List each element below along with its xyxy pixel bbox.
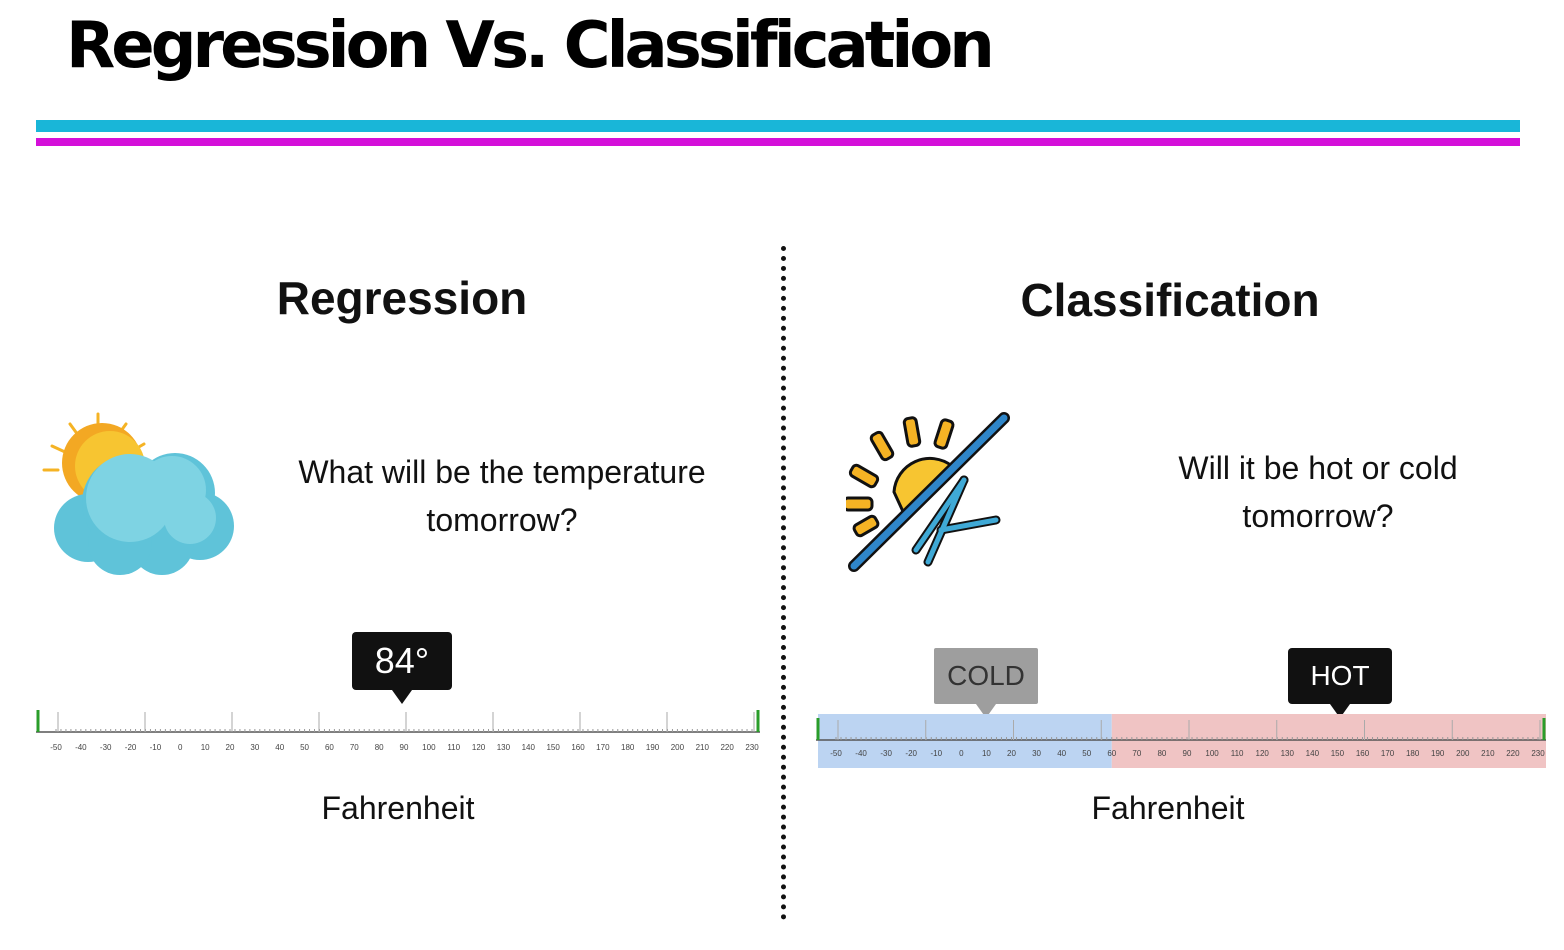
regression-value-label: 84° bbox=[374, 640, 430, 681]
title-underline-magenta bbox=[36, 138, 1520, 146]
scale-tick-label: 140 bbox=[1306, 749, 1320, 758]
classification-heading: Classification bbox=[1020, 274, 1320, 326]
scale-tick-label: -40 bbox=[75, 743, 87, 752]
scale-tick-label: 210 bbox=[1481, 749, 1495, 758]
page-title: Regression Vs. Classification bbox=[66, 9, 995, 83]
scale-tick-label: 10 bbox=[982, 749, 991, 758]
regression-heading: Regression bbox=[276, 272, 528, 324]
callout-pointer bbox=[392, 690, 412, 704]
scale-tick-label: 130 bbox=[1281, 749, 1295, 758]
scale-tick-label: -30 bbox=[100, 743, 112, 752]
scale-tick-label: -10 bbox=[150, 743, 162, 752]
scale-tick-label: 30 bbox=[1032, 749, 1041, 758]
regression-question-line2: tomorrow? bbox=[426, 502, 578, 538]
scale-tick-label: 170 bbox=[1381, 749, 1395, 758]
regression-value-callout: 84° bbox=[352, 632, 452, 704]
scale-tick-label: 130 bbox=[497, 743, 511, 752]
scale-tick-label: 140 bbox=[522, 743, 536, 752]
scale-tick-label: 60 bbox=[1107, 749, 1116, 758]
scale-tick-label: 50 bbox=[300, 743, 309, 752]
hot-band bbox=[1111, 714, 1546, 768]
scale-tick-label: 200 bbox=[1456, 749, 1470, 758]
scale-tick-label: 50 bbox=[1082, 749, 1091, 758]
scale-tick-label: -50 bbox=[50, 743, 62, 752]
cold-callout: COLD bbox=[934, 648, 1038, 718]
cold-band bbox=[818, 714, 1112, 768]
scale-tick-label: 200 bbox=[671, 743, 685, 752]
scale-tick-label: -30 bbox=[880, 749, 892, 758]
scale-tick-label: 0 bbox=[178, 743, 183, 752]
scale-tick-label: 190 bbox=[646, 743, 660, 752]
classification-temperature-scale: -50 -40 -30 -20 -10 0 10 20 30 40 50 60 70 80 90 100 110… bbox=[816, 714, 1546, 768]
scale-tick-label: -50 bbox=[830, 749, 842, 758]
classification-question-line1: Will it be hot or cold bbox=[1178, 450, 1458, 486]
scale-tick-label: 40 bbox=[1057, 749, 1066, 758]
classification-axis-label: Fahrenheit bbox=[1091, 790, 1245, 826]
scale-tick-label: 220 bbox=[1506, 749, 1520, 758]
scale-tick-label: 150 bbox=[546, 743, 560, 752]
scale-tick-label: 40 bbox=[275, 743, 284, 752]
scale-tick-label: -40 bbox=[855, 749, 867, 758]
scale-tick-label: 100 bbox=[1205, 749, 1219, 758]
classification-question-line2: tomorrow? bbox=[1242, 498, 1394, 534]
regression-temperature-scale: -50 -40 -30 -20 -10 0 10 20 30 40 50 60 70 80 90 100 110… bbox=[36, 710, 760, 752]
scale-tick-label: 110 bbox=[447, 743, 460, 752]
scale-tick-label: 160 bbox=[571, 743, 585, 752]
scale-tick-label: 90 bbox=[1183, 749, 1192, 758]
scale-tick-label: 110 bbox=[1231, 749, 1244, 758]
hot-callout: HOT bbox=[1288, 648, 1392, 718]
regression-question-line1: What will be the temperature bbox=[298, 454, 706, 490]
scale-tick-label: 150 bbox=[1331, 749, 1345, 758]
scale-tick-label: -10 bbox=[931, 749, 943, 758]
title-underline-cyan bbox=[36, 120, 1520, 132]
scale-tick-label: 210 bbox=[696, 743, 710, 752]
scale-tick-label: -20 bbox=[905, 749, 917, 758]
sun-cloud-icon bbox=[42, 412, 234, 575]
scale-tick-label: 180 bbox=[621, 743, 635, 752]
scale-tick-label: 100 bbox=[422, 743, 436, 752]
scale-tick-label: 30 bbox=[250, 743, 259, 752]
scale-tick-label: 230 bbox=[745, 743, 759, 752]
scale-tick-label: 80 bbox=[375, 743, 384, 752]
classification-question: Will it be hot or cold tomorrow? bbox=[1118, 444, 1518, 540]
scale-tick-label: 190 bbox=[1431, 749, 1445, 758]
scale-tick-label: 120 bbox=[1256, 749, 1270, 758]
scale-tick-label: 70 bbox=[350, 743, 359, 752]
scale-tick-label: 120 bbox=[472, 743, 486, 752]
scale-tick-label: 20 bbox=[1007, 749, 1016, 758]
scale-tick-label: 180 bbox=[1406, 749, 1420, 758]
scale-tick-label: 70 bbox=[1132, 749, 1141, 758]
scale-tick-label: 90 bbox=[400, 743, 409, 752]
scale-tick-label: 160 bbox=[1356, 749, 1370, 758]
scale-tick-label: 10 bbox=[201, 743, 210, 752]
scale-tick-label: 170 bbox=[596, 743, 610, 752]
scale-tick-label: 20 bbox=[226, 743, 235, 752]
scale-tick-label: 220 bbox=[720, 743, 734, 752]
scale-tick-label: -20 bbox=[125, 743, 137, 752]
scale-tick-label: 60 bbox=[325, 743, 334, 752]
scale-tick-label: 0 bbox=[959, 749, 964, 758]
regression-question: What will be the temperature tomorrow? bbox=[270, 448, 734, 544]
hot-cold-icon bbox=[846, 412, 1010, 572]
regression-axis-label: Fahrenheit bbox=[321, 790, 475, 826]
scale-tick-label: 230 bbox=[1531, 749, 1545, 758]
hot-label: HOT bbox=[1310, 660, 1370, 691]
scale-tick-label: 80 bbox=[1157, 749, 1166, 758]
cold-label: COLD bbox=[947, 660, 1025, 691]
section-divider bbox=[781, 246, 786, 920]
